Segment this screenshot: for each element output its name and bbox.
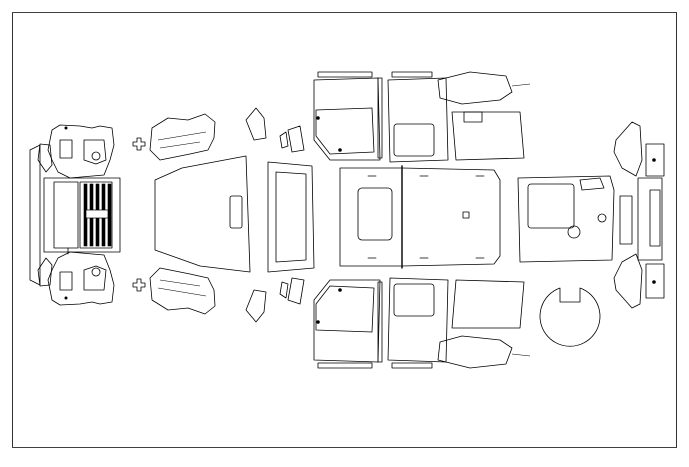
front-end-template [29, 124, 121, 306]
clip-templates [132, 137, 146, 292]
spare-tire-cover-template [539, 287, 601, 347]
fender-templates [149, 113, 216, 315]
lower-door-templates [313, 277, 531, 369]
upper-door-templates [313, 71, 531, 163]
hood-template [154, 155, 251, 273]
hardtop-roof-template [339, 165, 501, 269]
sheet-border [12, 12, 677, 448]
rear-bumper-template [613, 121, 665, 309]
rear-window-template [517, 175, 615, 263]
windshield-and-pillars [245, 107, 315, 323]
